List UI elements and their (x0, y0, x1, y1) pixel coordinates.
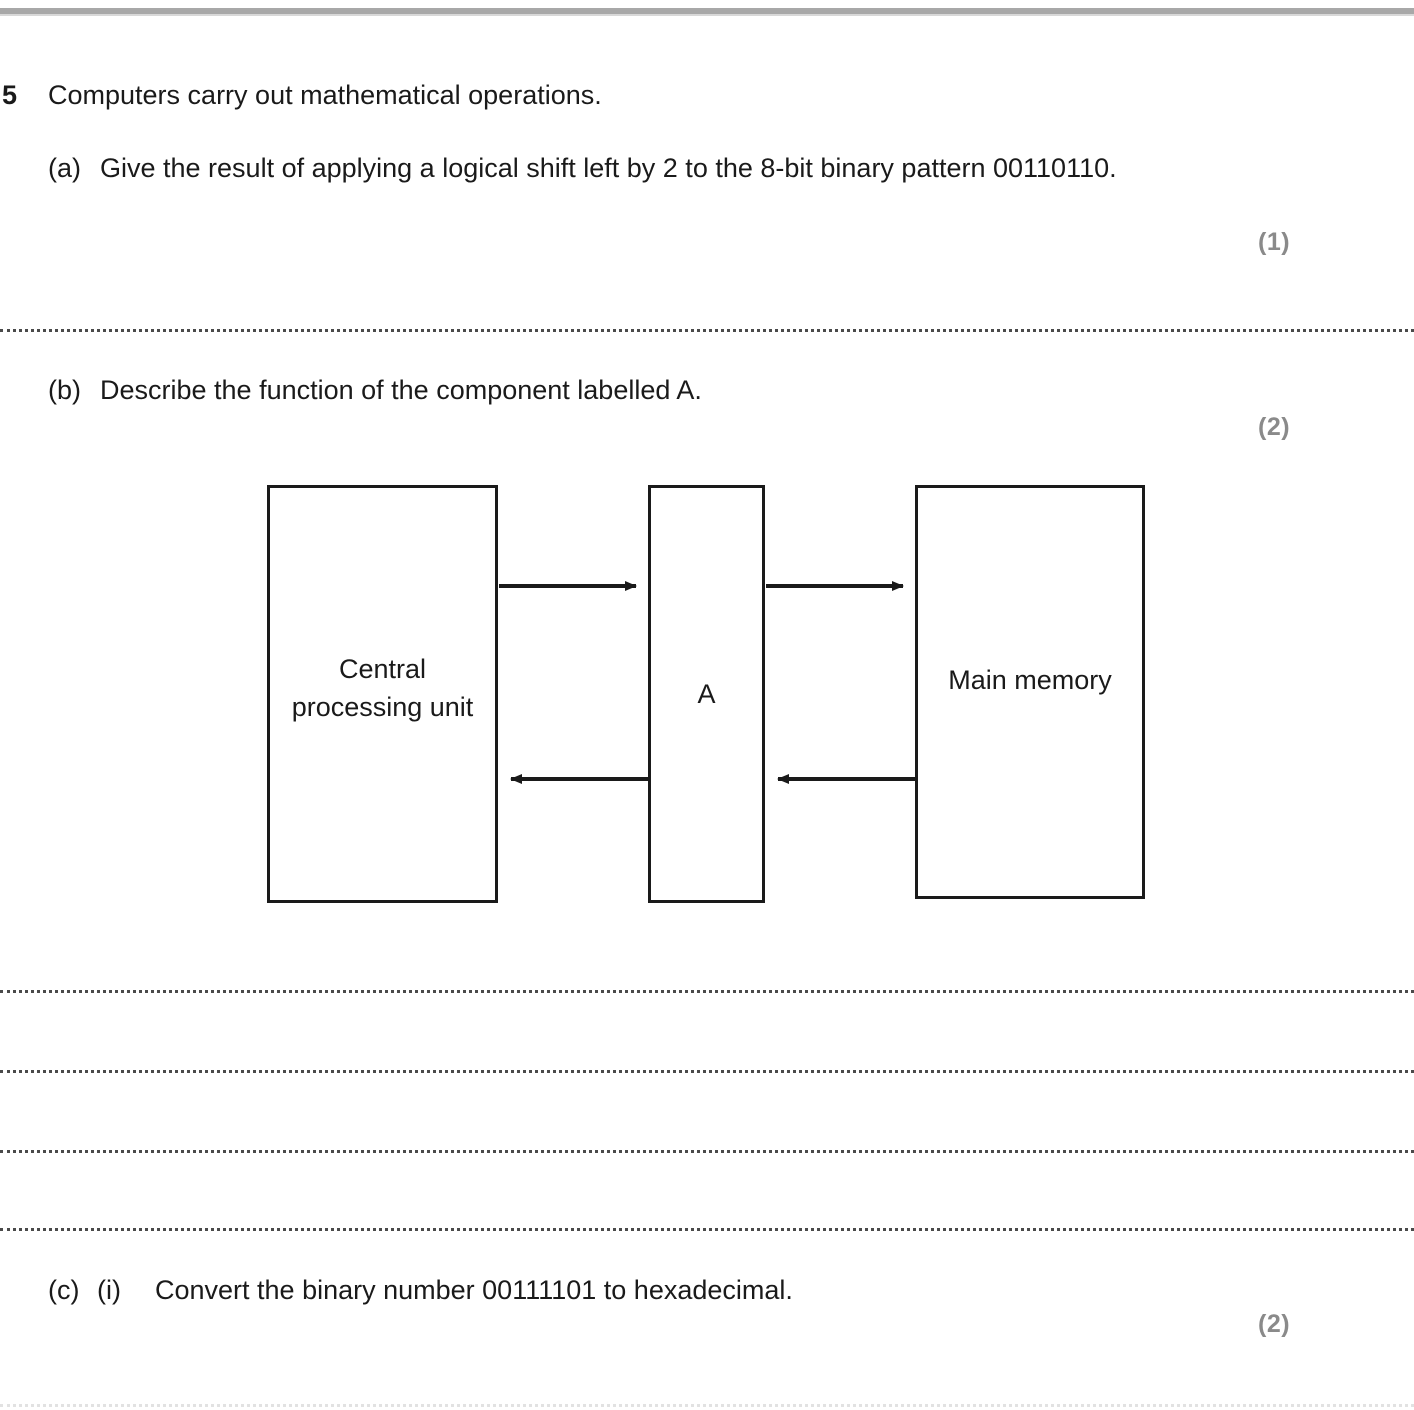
page-bottom-rule (0, 1404, 1414, 1407)
part-b-marks: (2) (1258, 413, 1291, 441)
part-b-label: (b) (48, 375, 81, 405)
page-top-bar (0, 8, 1414, 14)
answer-rule (0, 1150, 1414, 1153)
part-a-label: (a) (48, 153, 81, 183)
diagram-box-cpu: Central processing unit (267, 485, 498, 903)
part-a-text: Give the result of applying a logical sh… (100, 153, 1117, 183)
answer-rule (0, 990, 1414, 993)
part-c-marks: (2) (1258, 1310, 1291, 1338)
answer-rule (0, 1228, 1414, 1231)
part-b-text: Describe the function of the component l… (100, 375, 702, 405)
diagram-box-cpu-label: Central processing unit (291, 654, 474, 722)
page-top-bar-shadow (0, 14, 1414, 16)
part-c-label: (c) (48, 1275, 80, 1305)
answer-rule (0, 329, 1414, 332)
diagram-arrows (499, 581, 915, 784)
cpu-memory-block-diagram: Central processing unit A Main memory (0, 460, 1414, 930)
diagram-box-main-memory: Main memory (915, 485, 1145, 899)
diagram-box-main-memory-label: Main memory (948, 665, 1112, 695)
diagram-box-component-a: A (648, 485, 765, 903)
part-a-marks: (1) (1258, 228, 1291, 256)
part-c-text: Convert the binary number 00111101 to he… (155, 1275, 793, 1305)
question-stem: Computers carry out mathematical operati… (48, 80, 602, 110)
diagram-box-component-a-label: A (697, 679, 716, 709)
answer-rule (0, 1070, 1414, 1073)
question-number: 5 (2, 80, 18, 110)
part-c-roman-label: (i) (97, 1275, 121, 1305)
